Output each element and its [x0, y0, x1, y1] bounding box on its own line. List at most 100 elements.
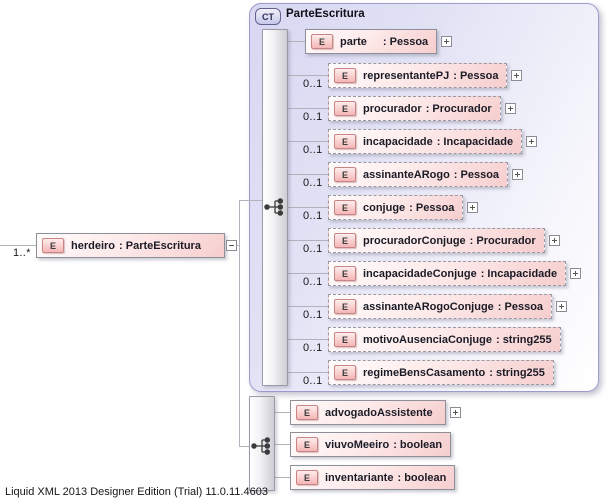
element-icon: E [334, 101, 356, 116]
trial-watermark: Liquid XML 2013 Designer Edition (Trial)… [5, 486, 268, 498]
element-type: : Procurador [469, 234, 536, 247]
connector-line [240, 200, 263, 201]
element-box-advogadoAssistente[interactable]: E advogadoAssistente [290, 400, 446, 425]
element-box-incapacidade[interactable]: E incapacidade : Incapacidade [328, 129, 523, 154]
element-type: : Incapacidade [480, 267, 558, 280]
element-icon: E [334, 200, 356, 215]
expand-icon[interactable] [504, 103, 516, 114]
element-row-parte: E parte : Pessoa [305, 29, 453, 54]
connector-line [287, 108, 330, 109]
occurs-label: 0..1 [303, 243, 323, 255]
connector-line [287, 339, 330, 340]
element-box-assinanteARogoConjuge[interactable]: E assinanteARogoConjuge : Pessoa [328, 294, 553, 319]
element-type: : Pessoa [382, 35, 429, 48]
occurs-label: 0..1 [303, 309, 323, 321]
element-row-advogadoAssistente: E advogadoAssistente [290, 400, 461, 425]
occurs-label: 0..1 [303, 375, 323, 387]
element-icon: E [42, 238, 64, 253]
element-row-representantePJ: 0..1 E representantePJ : Pessoa [303, 63, 523, 90]
element-name: procuradorConjuge [363, 234, 466, 247]
element-type: : string255 [495, 333, 552, 346]
element-row-procuradorConjuge: 0..1 E procuradorConjuge : Procurador [303, 228, 560, 255]
element-type: : Pessoa [409, 201, 455, 214]
connector-line [287, 273, 330, 274]
element-name: parte [340, 35, 367, 48]
element-icon: E [296, 437, 318, 452]
connector-line [287, 372, 330, 373]
occurs-label: 0..1 [303, 144, 323, 156]
element-name: inventariante [325, 471, 394, 484]
element-name: viuvoMeeiro [325, 438, 390, 451]
occurs-label: 0..1 [303, 177, 323, 189]
element-type: : Procurador [425, 102, 492, 115]
connector-line [236, 245, 240, 246]
connector-line [287, 41, 305, 42]
sequence-icon[interactable] [263, 197, 287, 217]
element-box-representantePJ[interactable]: E representantePJ : Pessoa [328, 63, 508, 88]
element-icon: E [334, 299, 356, 314]
element-box-herdeiro[interactable]: E herdeiro : ParteEscritura [36, 233, 225, 258]
element-icon: E [334, 68, 356, 83]
complex-type-badge: CT [255, 8, 281, 25]
connector-line [287, 141, 330, 142]
occurs-label-root: 1..* [13, 247, 31, 259]
expand-icon[interactable] [467, 202, 479, 213]
connector-line [0, 245, 36, 246]
expand-icon[interactable] [449, 407, 461, 418]
element-row-assinanteARogoConjuge: 0..1 E assinanteARogoConjuge : Pessoa [303, 294, 568, 321]
expand-icon[interactable] [548, 235, 560, 246]
element-name: incapacidadeConjuge [363, 267, 477, 280]
element-icon: E [334, 332, 356, 347]
element-box-conjuge[interactable]: E conjuge : Pessoa [328, 195, 464, 220]
element-name: procurador [363, 102, 422, 115]
element-type: : boolean [393, 438, 443, 451]
element-icon: E [334, 365, 356, 380]
element-row-inventariante: E inventariante : boolean [290, 465, 456, 490]
connector-line [274, 412, 292, 413]
element-box-inventariante[interactable]: E inventariante : boolean [290, 465, 456, 490]
element-icon: E [311, 34, 333, 49]
connector-line [287, 75, 330, 76]
element-box-incapacidadeConjuge[interactable]: E incapacidadeConjuge : Incapacidade [328, 261, 567, 286]
element-icon: E [296, 405, 318, 420]
expand-icon[interactable] [556, 301, 568, 312]
element-icon: E [334, 233, 356, 248]
expand-icon[interactable] [570, 268, 582, 279]
element-type: : Pessoa [497, 300, 544, 313]
element-name: representantePJ [363, 69, 450, 82]
element-row-conjuge: 0..1 E conjuge : Pessoa [303, 195, 479, 222]
element-type: : Incapacidade [436, 135, 514, 148]
element-row-incapacidade: 0..1 E incapacidade : Incapacidade [303, 129, 538, 156]
complex-type-title: ParteEscritura [286, 8, 365, 20]
element-type: : Pessoa [453, 168, 500, 181]
element-row-viuvoMeeiro: E viuvoMeeiro : boolean [290, 432, 452, 457]
occurs-label: 0..1 [303, 276, 323, 288]
expand-icon[interactable] [511, 70, 523, 81]
element-row-herdeiro: E herdeiro : ParteEscritura [36, 233, 237, 258]
element-name: regimeBensCasamento [363, 366, 486, 379]
element-type: : boolean [397, 471, 447, 484]
element-box-procuradorConjuge[interactable]: E procuradorConjuge : Procurador [328, 228, 545, 253]
element-name: assinanteARogo [363, 168, 450, 181]
connector-line [287, 306, 330, 307]
element-box-assinanteARogo[interactable]: E assinanteARogo : Pessoa [328, 162, 509, 187]
connector-line [274, 444, 292, 445]
element-box-procurador[interactable]: E procurador : Procurador [328, 96, 501, 121]
element-row-procurador: 0..1 E procurador : Procurador [303, 96, 516, 123]
connector-line [274, 477, 292, 478]
expand-icon[interactable] [441, 36, 453, 47]
element-box-regimeBensCasamento[interactable]: E regimeBensCasamento : string255 [328, 360, 554, 385]
sequence-icon[interactable] [250, 436, 274, 456]
element-name: assinanteARogoConjuge [363, 300, 494, 313]
collapse-icon[interactable] [226, 240, 237, 251]
element-type: : string255 [489, 366, 545, 379]
element-box-parte[interactable]: E parte : Pessoa [305, 29, 438, 54]
element-box-viuvoMeeiro[interactable]: E viuvoMeeiro : boolean [290, 432, 452, 457]
element-box-motivoAusenciaConjuge[interactable]: E motivoAusenciaConjuge : string255 [328, 327, 561, 352]
connector-line [240, 446, 252, 447]
expand-icon[interactable] [512, 169, 524, 180]
connector-line [287, 174, 330, 175]
element-row-assinanteARogo: 0..1 E assinanteARogo : Pessoa [303, 162, 524, 189]
element-name: advogadoAssistente [325, 406, 433, 419]
expand-icon[interactable] [526, 136, 538, 147]
